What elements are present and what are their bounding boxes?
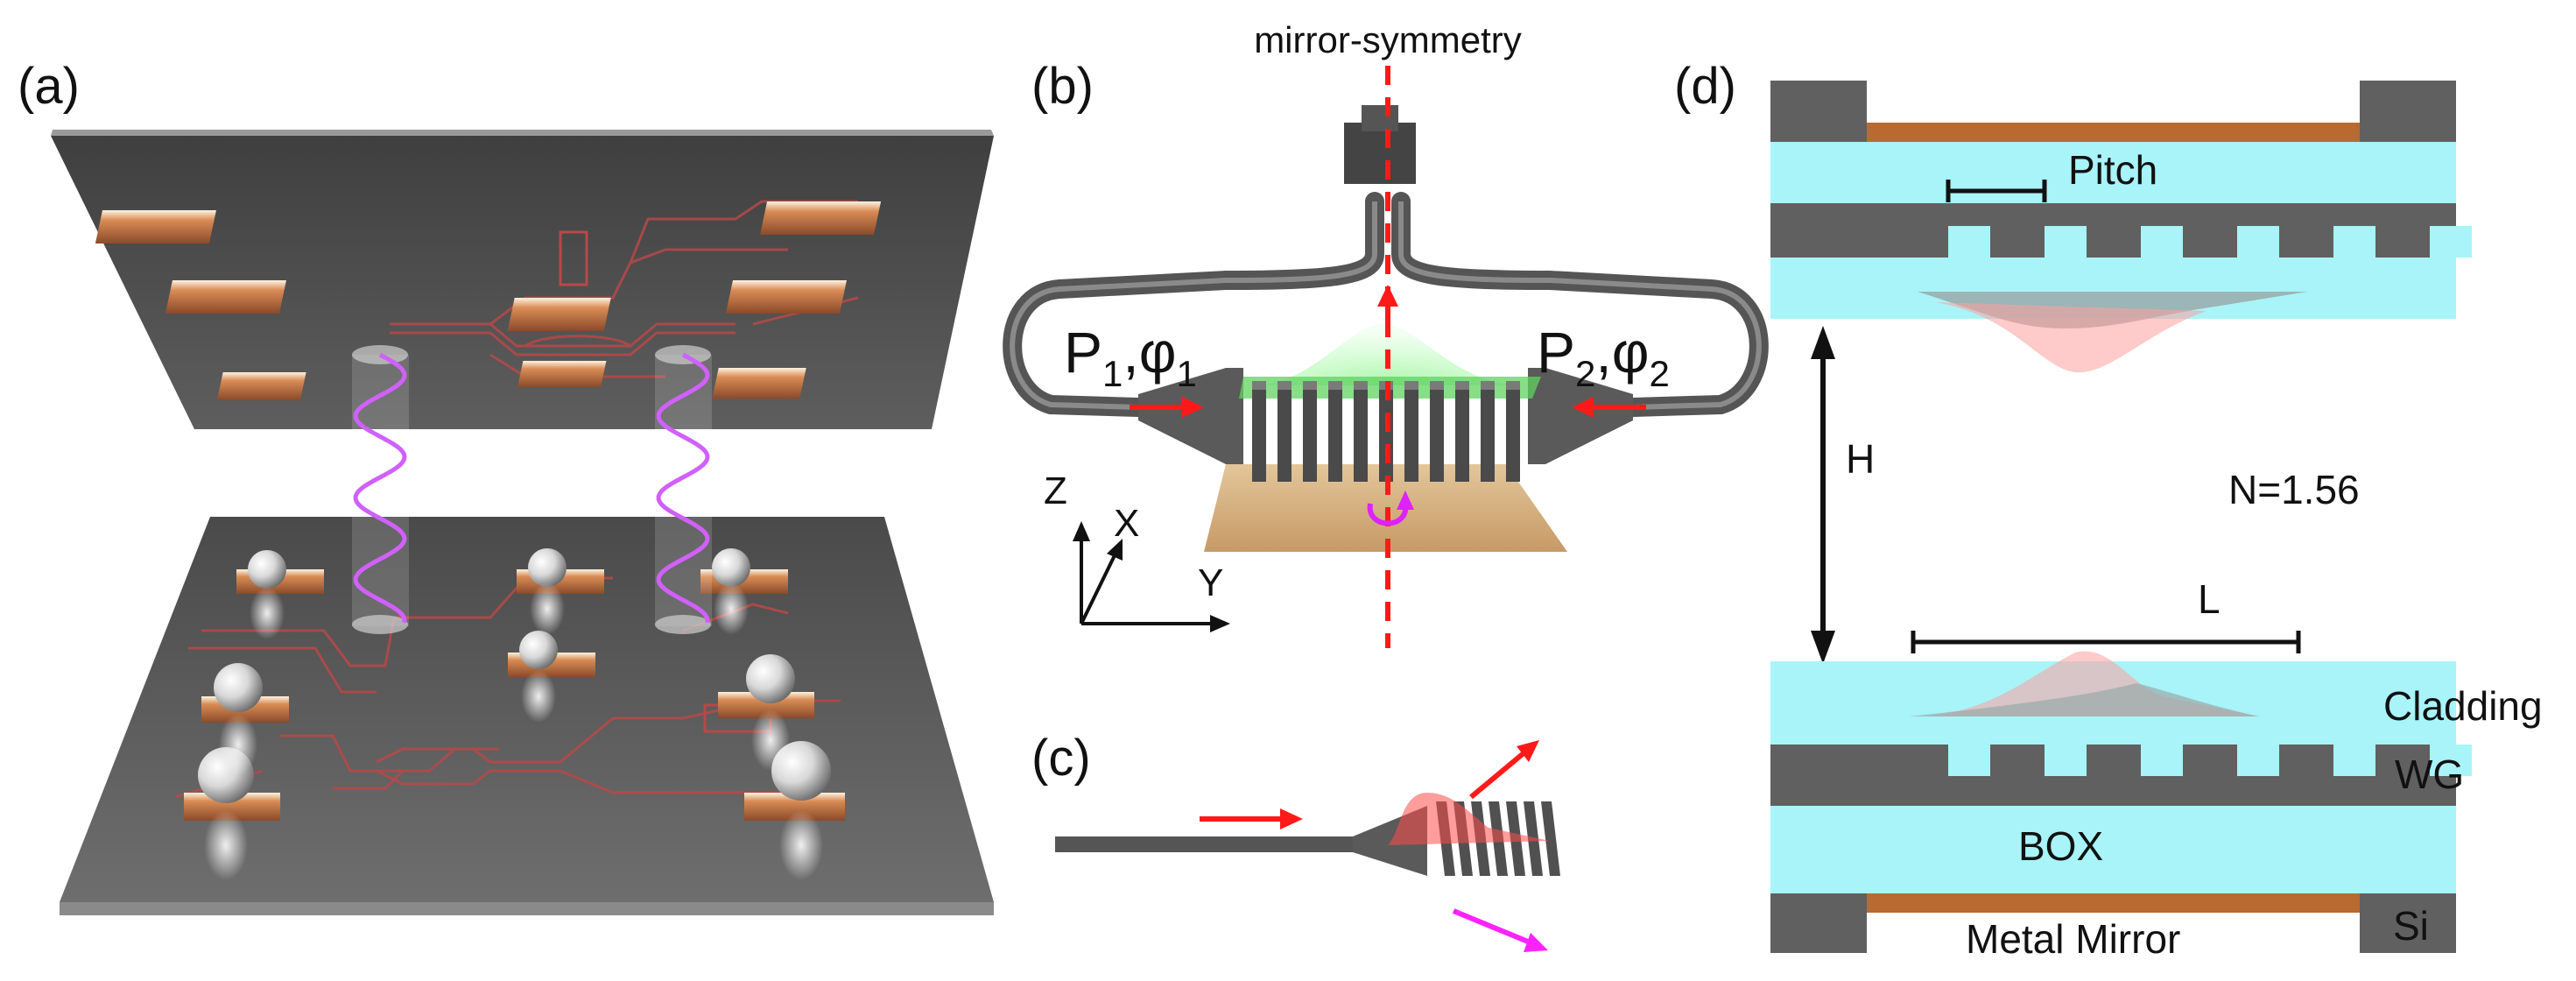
refractive-index-label: N=1.56	[2228, 467, 2360, 512]
grating-notch	[2430, 226, 2472, 258]
grating-tooth	[1404, 381, 1418, 482]
top-chip-circuit	[390, 200, 859, 378]
grating-tooth-top	[1354, 381, 1368, 390]
mirror-symmetry-label: mirror-symmetry	[1254, 19, 1522, 60]
panel-d-label: (d)	[1674, 58, 1736, 115]
grating-tooth	[1303, 381, 1317, 482]
l-label: L	[2198, 576, 2221, 622]
panel-a: (a)	[18, 58, 994, 915]
grating-notch	[2237, 745, 2279, 776]
top-chip-plate	[51, 136, 994, 429]
box-label: BOX	[2018, 823, 2103, 869]
top-coupler-stub	[1362, 105, 1398, 131]
upward-emission-arrow	[1469, 740, 1539, 800]
si-label: Si	[2393, 903, 2429, 949]
rotation-arrow-head	[1397, 490, 1414, 510]
upper-chip-stack	[1770, 81, 2472, 373]
bottom-chip-bonding-pads	[184, 569, 845, 821]
lower-chip-stack	[1770, 651, 2472, 953]
grating-tooth-top	[1252, 381, 1266, 390]
top-chip-edge	[51, 130, 994, 136]
panel-a-label: (a)	[18, 58, 80, 115]
input-arrow	[1200, 808, 1303, 829]
right-taper	[1528, 368, 1633, 464]
length-marker	[1911, 631, 2301, 653]
input-arrow-left	[1130, 397, 1204, 418]
axis-z-label: Z	[1044, 469, 1067, 512]
panel-c-label: (c)	[1031, 730, 1091, 787]
port-1-label: P1,φ1	[1064, 320, 1197, 394]
grating-tooth-top	[1481, 381, 1495, 390]
grating-teeth	[1252, 381, 1520, 482]
pitch-marker	[1946, 180, 2047, 202]
grating-tooth	[1354, 381, 1368, 482]
pitch-label: Pitch	[2068, 147, 2157, 193]
grating-tooth	[1430, 381, 1444, 482]
grating-tooth	[1481, 381, 1495, 482]
solder-balls	[198, 548, 831, 880]
axis-y-label: Y	[1198, 561, 1223, 604]
mode-profile	[1388, 793, 1550, 845]
bottom-chip-edge	[60, 902, 994, 915]
top-coupler	[1344, 123, 1416, 184]
grating-notch	[2141, 226, 2183, 258]
grating-tooth-top	[1506, 381, 1520, 390]
axis-x-label: X	[1114, 502, 1139, 545]
h-label: H	[1846, 436, 1875, 482]
emission-arrow-up	[1377, 285, 1398, 337]
grating-notch	[2141, 745, 2183, 776]
panel-b: (b) mirror-symmetry	[1003, 19, 1769, 648]
top-chip-spiral	[559, 230, 588, 286]
input-arrow-right	[1572, 397, 1646, 418]
optical-link-left	[352, 345, 409, 634]
grating-notch	[2045, 745, 2087, 776]
grating-tooth-top	[1455, 381, 1469, 390]
top-chip-pads	[95, 201, 882, 400]
grating-tooth	[1455, 381, 1469, 482]
metal-mirror-label: Metal Mirror	[1966, 916, 2180, 962]
grating-notch	[2333, 226, 2375, 258]
grating-tooth	[1328, 381, 1342, 482]
wg-label: WG	[2395, 752, 2464, 797]
grating-tooth-top	[1430, 381, 1444, 390]
input-waveguide	[1055, 836, 1353, 852]
coordinate-axes	[1073, 521, 1230, 632]
panel-b-label: (b)	[1031, 58, 1094, 115]
svg-text:P1,φ1: P1,φ1	[1064, 320, 1197, 394]
grating-notch	[2430, 745, 2472, 776]
panel-c: (c)	[1031, 730, 1560, 952]
grating-tooth-top	[1404, 381, 1418, 390]
downward-emission-arrow	[1452, 908, 1548, 952]
cladding-label: Cladding	[2383, 683, 2543, 729]
port-2-label: P2,φ2	[1537, 320, 1670, 394]
grating-tooth	[1252, 381, 1266, 482]
optical-link-right	[655, 345, 712, 634]
grating-notch	[2045, 226, 2087, 258]
waveguide-loop-highlight	[1010, 201, 1762, 410]
grating-notch	[2237, 226, 2279, 258]
svg-text:P2,φ2: P2,φ2	[1537, 320, 1670, 394]
panel-d: (d) Pitch H N=1.56	[1674, 58, 2543, 962]
grating-notch	[1948, 745, 1990, 776]
rotation-arrow	[1367, 503, 1409, 526]
grating-tooth-top	[1328, 381, 1342, 390]
grating-tooth-top	[1277, 381, 1292, 390]
left-taper	[1138, 368, 1243, 464]
grating-tooth-top	[1303, 381, 1317, 390]
grating-tooth	[1541, 801, 1560, 876]
grating-notch	[1948, 226, 1990, 258]
grating-notch	[2333, 745, 2375, 776]
height-arrow	[1811, 326, 1835, 664]
grating-tooth	[1506, 381, 1520, 482]
grating-tooth	[1277, 381, 1292, 482]
